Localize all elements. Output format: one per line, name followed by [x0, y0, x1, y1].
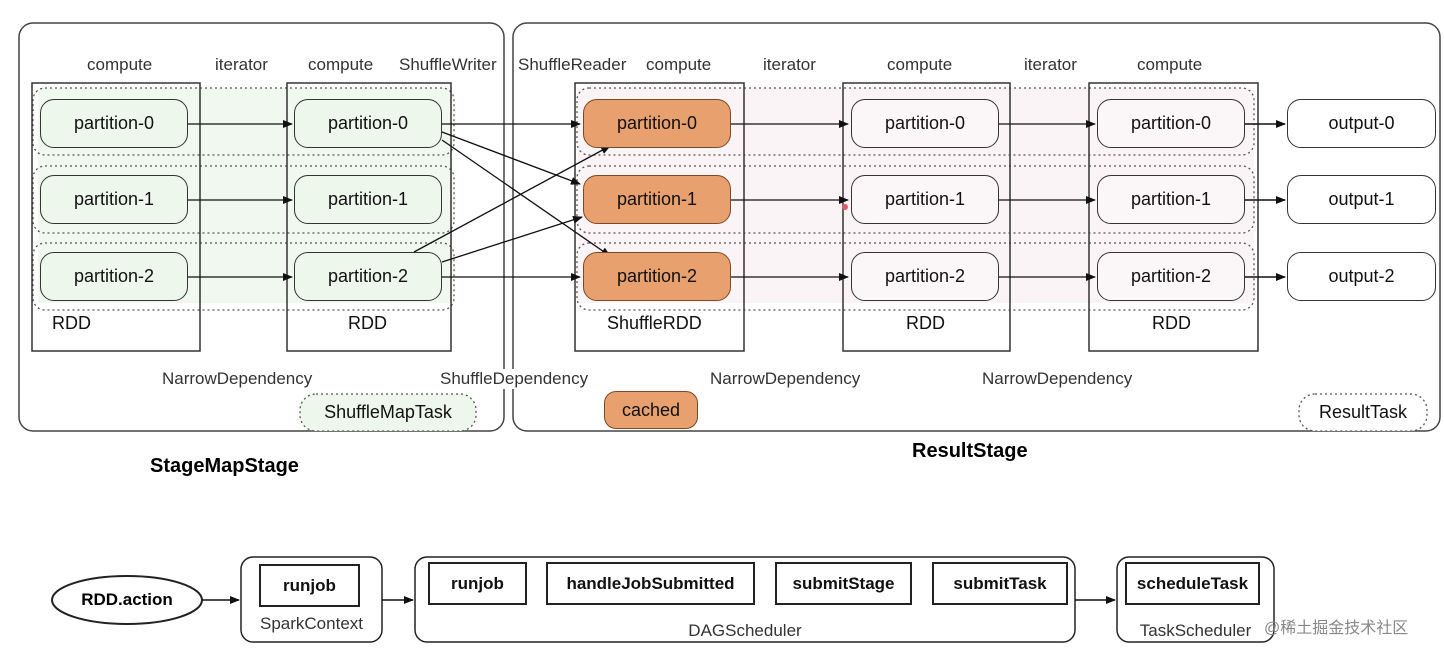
- rdd-action-label: RDD.action: [81, 590, 173, 609]
- rdd-box-5: [1088, 82, 1259, 352]
- header-compute-1: compute: [87, 55, 153, 74]
- partition-node: partition-2: [40, 252, 188, 301]
- partition-node: partition-0: [1097, 99, 1245, 148]
- rdd-label-2: RDD: [348, 313, 387, 333]
- cursor-dot: [842, 204, 848, 210]
- shuffle-dependency-label: ShuffleDependency: [440, 369, 589, 389]
- arrow-shuffle-2-1: [441, 215, 583, 263]
- partition-node: partition-0: [851, 99, 999, 148]
- dag-submit-stage: submitStage: [775, 562, 912, 605]
- partition-node: partition-0: [40, 99, 188, 148]
- arrow-shuffle-0-2: [441, 139, 611, 257]
- output-node: output-1: [1287, 175, 1436, 224]
- partition-node: partition-0: [294, 99, 442, 148]
- partition-node: partition-2: [1097, 252, 1245, 301]
- header-iterator-3: iterator: [1024, 55, 1077, 74]
- rdd-box-1: [31, 82, 201, 352]
- dag-submit-task: submitTask: [932, 562, 1068, 605]
- partition-node: partition-2: [294, 252, 442, 301]
- partition-node: partition-1: [851, 175, 999, 224]
- dag-runjob: runjob: [428, 562, 527, 605]
- rdd-box-4: [842, 82, 1011, 352]
- partition-node: partition-1: [40, 175, 188, 224]
- result-task-pill: [1298, 393, 1428, 432]
- row-group-2-left: [32, 242, 455, 311]
- rdd-box-2: [286, 82, 452, 352]
- header-compute-2: compute: [308, 55, 374, 74]
- row-group-1-left: [32, 165, 455, 234]
- row-group-1-right: [576, 165, 1255, 234]
- narrow-dependency-label-3: NarrowDependency: [982, 369, 1133, 388]
- rdd-label-1: RDD: [52, 313, 91, 333]
- cached-legend: cached: [604, 391, 698, 429]
- spark-context-label: SparkContext: [260, 614, 363, 633]
- arrow-shuffle-2-0: [413, 145, 611, 253]
- partition-node-cached: partition-2: [583, 252, 731, 301]
- header-iterator-1: iterator: [215, 55, 268, 74]
- row-group-0-left: [32, 87, 455, 156]
- dag-handle-job-submitted: handleJobSubmitted: [546, 562, 755, 605]
- partition-node-cached: partition-0: [583, 99, 731, 148]
- spark-context-runjob: runjob: [259, 564, 360, 607]
- task-scheduler-label: TaskScheduler: [1139, 621, 1252, 640]
- result-stage-title: ResultStage: [912, 440, 1028, 462]
- shuffle-rdd-label: ShuffleRDD: [607, 313, 702, 333]
- narrow-dependency-label-1: NarrowDependency: [162, 369, 313, 388]
- watermark: @稀土掘金技术社区: [1264, 620, 1409, 637]
- header-shuffle-reader: ShuffleReader: [518, 55, 627, 74]
- stage-map-stage-title: StageMapStage: [150, 455, 299, 477]
- partition-node: partition-1: [294, 175, 442, 224]
- output-node: output-2: [1287, 252, 1436, 301]
- shuffle-map-task-label: ShuffleMapTask: [324, 402, 452, 422]
- header-compute-3: compute: [646, 55, 712, 74]
- result-task-label: ResultTask: [1318, 402, 1408, 422]
- narrow-dependency-label-2: NarrowDependency: [710, 369, 861, 388]
- header-shuffle-writer: ShuffleWriter: [399, 55, 497, 74]
- dag-scheduler-label: DAGScheduler: [688, 621, 802, 640]
- header-compute-5: compute: [1137, 55, 1203, 74]
- header-iterator-2: iterator: [763, 55, 816, 74]
- partition-node: partition-1: [1097, 175, 1245, 224]
- output-node: output-0: [1287, 99, 1436, 148]
- partition-node-cached: partition-1: [583, 175, 731, 224]
- partition-node: partition-2: [851, 252, 999, 301]
- task-scheduler-schedule-task: scheduleTask: [1125, 562, 1260, 605]
- rdd-label-4: RDD: [906, 313, 945, 333]
- rdd-label-5: RDD: [1152, 313, 1191, 333]
- header-compute-4: compute: [887, 55, 953, 74]
- shuffle-map-task-pill: [299, 393, 477, 432]
